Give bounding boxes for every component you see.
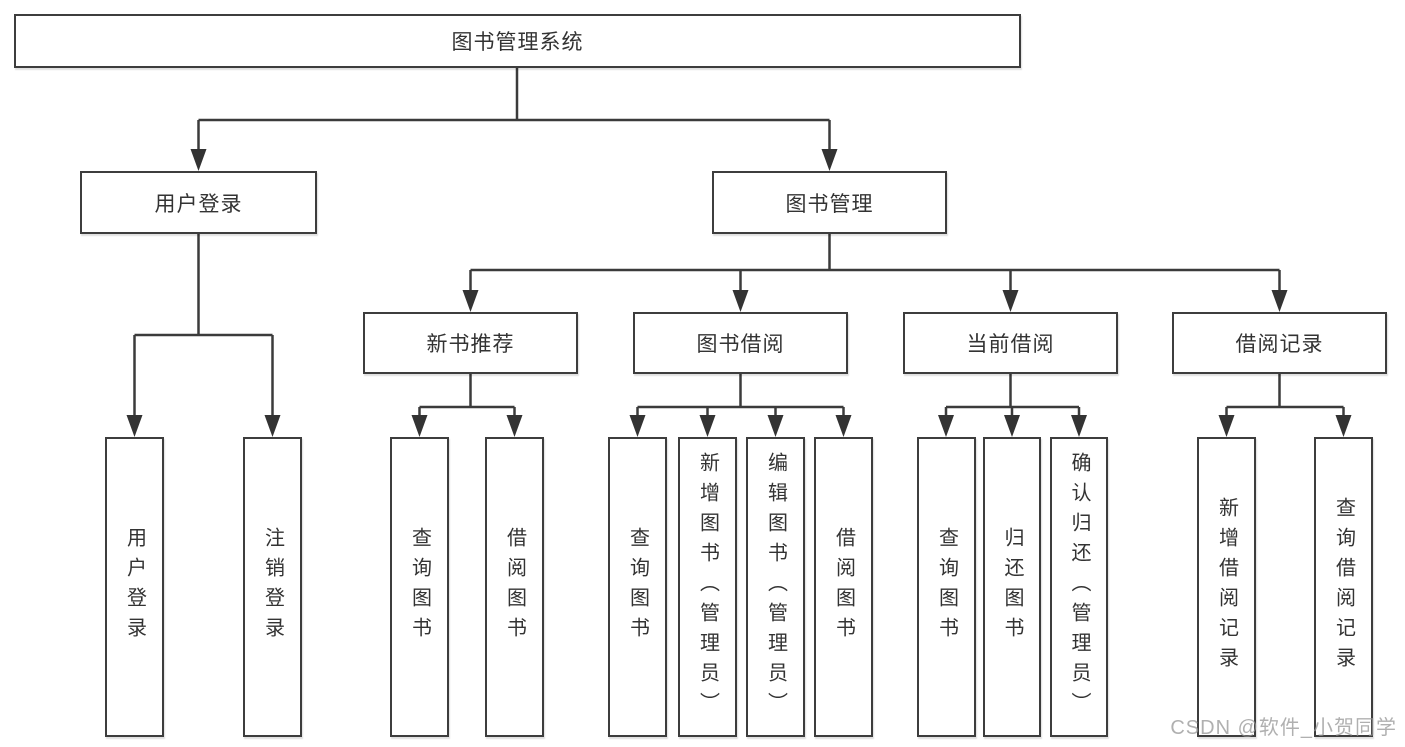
node-user-login: 用户登录: [80, 171, 317, 234]
node-borrowing-records: 借阅记录: [1172, 312, 1387, 374]
leaf-search-books-current: 查询图书: [917, 437, 976, 737]
arrowheads: [126, 149, 1352, 437]
leaf-borrow-books: 借阅图书: [814, 437, 873, 737]
node-new-book-recommendation: 新书推荐: [363, 312, 578, 374]
leaf-edit-books-admin: 编辑图书（管理员）: [746, 437, 805, 737]
leaf-user-login: 用户登录: [105, 437, 164, 737]
leaf-search-borrow-record: 查询借阅记录: [1314, 437, 1373, 737]
leaf-confirm-return-admin: 确认归还（管理员）: [1050, 437, 1108, 737]
csdn-watermark: CSDN @软件_小贺同学: [1170, 717, 1397, 739]
leaf-return-books: 归还图书: [983, 437, 1041, 737]
node-book-management: 图书管理: [712, 171, 947, 234]
leaf-search-books-recommend: 查询图书: [390, 437, 449, 737]
node-library-management-system: 图书管理系统: [14, 14, 1021, 68]
leaf-borrow-books-recommend: 借阅图书: [485, 437, 544, 737]
node-current-borrowing: 当前借阅: [903, 312, 1118, 374]
leaf-search-books-borrowing: 查询图书: [608, 437, 667, 737]
tree-edges: [133, 68, 1345, 432]
leaf-add-borrow-record: 新增借阅记录: [1197, 437, 1256, 737]
node-book-borrowing: 图书借阅: [633, 312, 848, 374]
leaf-logout: 注销登录: [243, 437, 302, 737]
leaf-add-books-admin: 新增图书（管理员）: [678, 437, 737, 737]
